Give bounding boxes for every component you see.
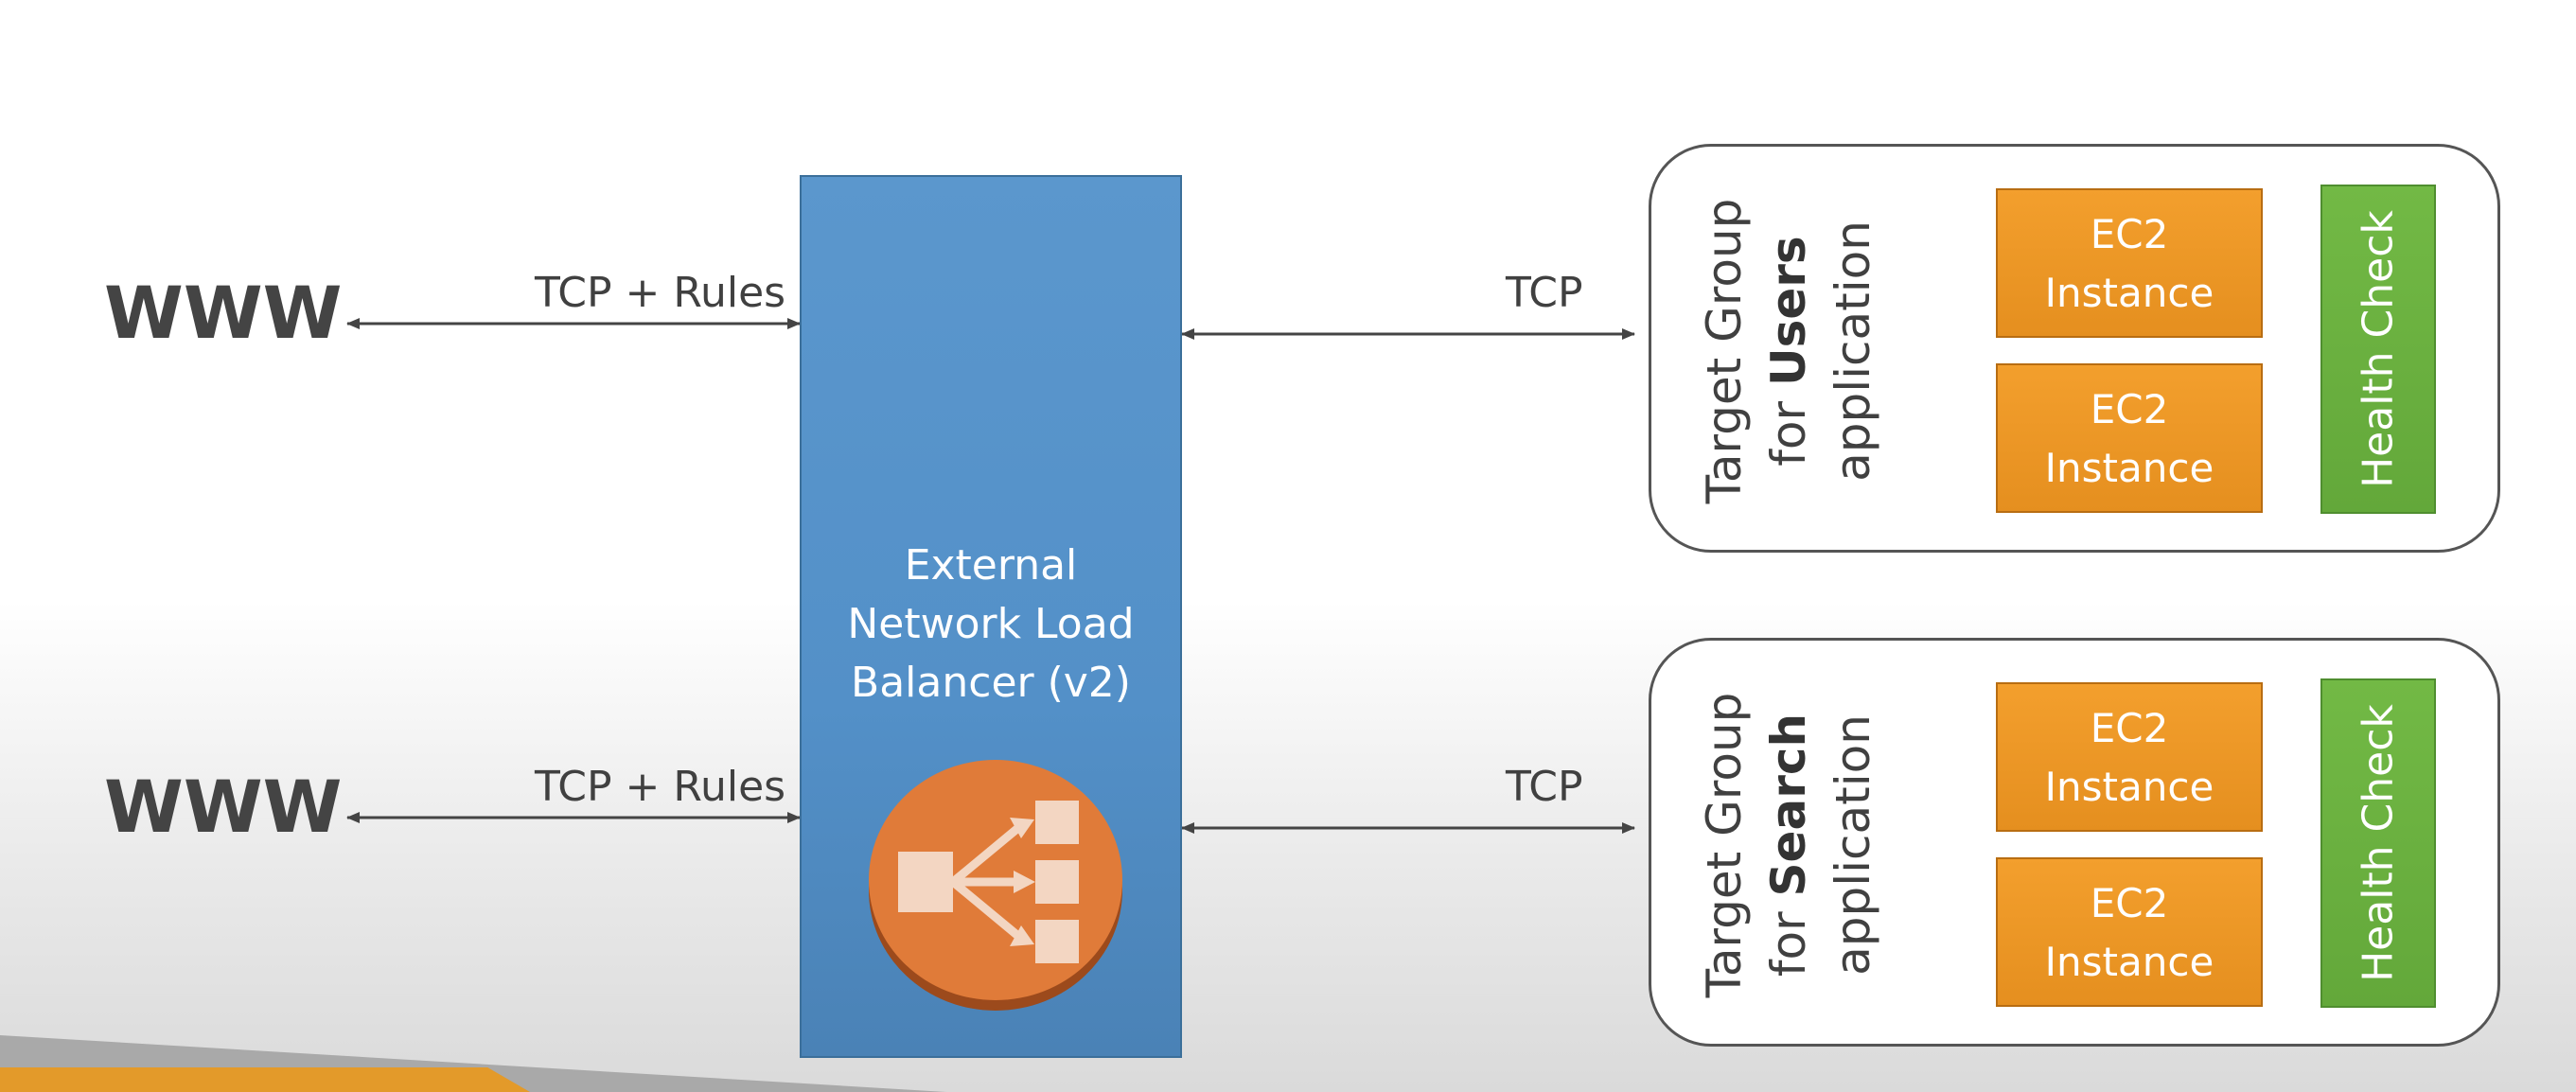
ec2-instance-search-1: EC2 Instance xyxy=(1996,682,2263,832)
health-check-users: Health Check xyxy=(2320,185,2436,514)
target-group-search: Target Group for Search application EC2 … xyxy=(1649,638,2500,1047)
target-group-search-label: Target Group for Search application xyxy=(1694,641,1883,1049)
load-balancer-title-line3: Balancer (v2) xyxy=(851,659,1131,707)
www-client-top: WWW xyxy=(104,271,343,355)
decorative-orange-stripe xyxy=(0,1067,530,1092)
load-balancer-title: External Network Load Balancer (v2) xyxy=(802,537,1180,713)
ec2-instance-users-2: EC2 Instance xyxy=(1996,363,2263,513)
target-group-search-line2: for Search xyxy=(1761,713,1816,978)
www-client-bottom: WWW xyxy=(104,765,343,849)
target-group-search-line3: application xyxy=(1826,714,1880,976)
edge-label-target-bottom: TCP xyxy=(1506,763,1583,811)
load-balancer-title-line1: External xyxy=(904,541,1078,590)
ec2-instance-users-1: EC2 Instance xyxy=(1996,188,2263,338)
target-group-users-line1: Target Group xyxy=(1697,198,1752,504)
target-group-search-line1: Target Group xyxy=(1697,692,1752,998)
target-group-users: Target Group for Users application EC2 I… xyxy=(1649,144,2500,553)
load-balancer-icon xyxy=(869,760,1122,1011)
target-group-users-line2: for Users xyxy=(1761,236,1816,467)
target-group-users-label: Target Group for Users application xyxy=(1694,147,1883,555)
health-check-search: Health Check xyxy=(2320,678,2436,1008)
edge-label-target-top: TCP xyxy=(1506,269,1583,317)
target-group-search-name: Search xyxy=(1761,713,1816,897)
edge-label-client-bottom: TCP + Rules xyxy=(535,763,786,811)
target-group-users-name: Users xyxy=(1761,236,1816,387)
edge-label-client-top: TCP + Rules xyxy=(535,269,786,317)
target-group-users-line3: application xyxy=(1826,220,1880,482)
load-balancer-title-line2: Network Load xyxy=(847,600,1135,648)
ec2-instance-search-2: EC2 Instance xyxy=(1996,857,2263,1007)
network-load-balancer: External Network Load Balancer (v2) xyxy=(800,175,1182,1058)
